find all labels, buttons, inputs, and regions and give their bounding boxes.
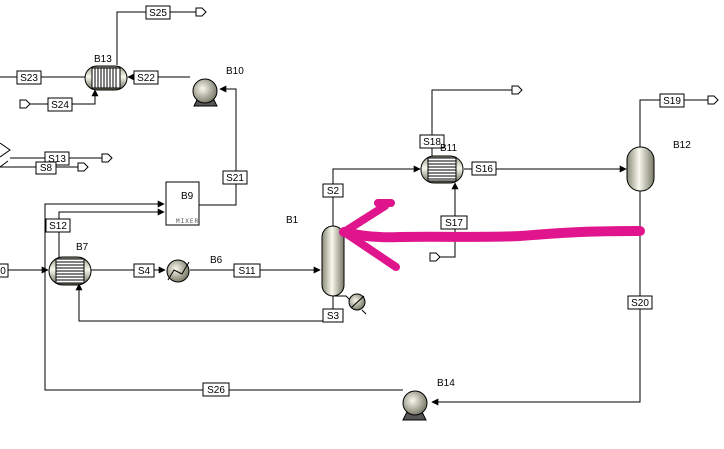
b14-pump[interactable] <box>402 390 428 421</box>
stream-label-s21[interactable]: S21 <box>222 170 248 185</box>
b11-heat-exchanger[interactable] <box>420 155 464 184</box>
stream-label-s12[interactable]: S12 <box>45 218 71 233</box>
stream-label-s8-text: S8 <box>40 163 53 174</box>
stream-s25-line <box>116 11 196 65</box>
stream-label-s19[interactable]: S19 <box>659 93 685 108</box>
s24-feed-arrow <box>19 99 31 109</box>
stream-label-s17[interactable]: S17 <box>440 215 468 230</box>
stream-label-s20[interactable]: S20 <box>627 295 653 310</box>
stream-label-s16[interactable]: S16 <box>471 161 497 176</box>
mixer-caption: MIXER <box>176 218 199 225</box>
b1-reboiler[interactable] <box>348 293 367 315</box>
stream-label-s21-text: S21 <box>226 173 244 184</box>
block-label-b12: B12 <box>673 140 691 151</box>
stream-label-s23-text: S23 <box>20 73 38 84</box>
block-label-b1: B1 <box>286 215 299 226</box>
stream-s21-line <box>199 85 237 206</box>
stream-s17-line <box>440 182 459 258</box>
stream-label-s0-text: 0 <box>0 266 6 277</box>
stream-label-s3[interactable]: S3 <box>322 308 344 323</box>
b6-heater[interactable] <box>166 259 190 283</box>
stream-label-s11-text: S11 <box>238 266 255 277</box>
block-label-b6: B6 <box>210 255 223 266</box>
s8-fragment-line <box>0 160 9 168</box>
stream-label-s20-text: S20 <box>631 298 649 309</box>
b13-heat-exchanger[interactable] <box>84 65 128 91</box>
block-label-b13: B13 <box>94 54 112 65</box>
stream-s3-line <box>75 283 334 322</box>
stream-label-s16-text: S16 <box>475 164 493 175</box>
stream-label-s13-text: S13 <box>48 154 66 165</box>
stream-s19-line <box>639 99 708 147</box>
s25-product-arrow <box>195 7 207 17</box>
b12-flash-drum[interactable] <box>626 146 655 192</box>
stream-s12-line <box>58 208 165 258</box>
stream-label-s22-text: S22 <box>137 73 155 84</box>
s17-feed-arrow <box>429 252 441 262</box>
stream-s20-line <box>431 191 641 406</box>
block-label-b10: B10 <box>226 66 244 77</box>
stream-label-s4-text: S4 <box>138 266 151 277</box>
s8-product-arrow <box>77 162 89 172</box>
stream-label-s26[interactable]: S26 <box>202 382 230 397</box>
stream-s2-line <box>332 165 421 226</box>
stream-label-s19-text: S19 <box>663 96 681 107</box>
annotation-arrow <box>339 199 645 271</box>
s13-fragment-line <box>0 142 11 158</box>
s13-product-arrow <box>101 153 113 163</box>
block-label-b14: B14 <box>437 378 455 389</box>
stream-label-s25-text: S25 <box>149 8 167 19</box>
s18-product-arrow <box>511 85 523 95</box>
stream-label-s2-text: S2 <box>327 186 340 197</box>
s19-product-arrow <box>707 95 719 105</box>
stream-label-s18[interactable]: S18 <box>419 134 445 149</box>
b9-mixer[interactable] <box>165 181 200 226</box>
stream-label-s17-text: S17 <box>445 218 463 229</box>
stream-label-s25[interactable]: S25 <box>145 5 171 20</box>
stream-label-s4[interactable]: S4 <box>133 263 155 278</box>
stream-label-s12-text: S12 <box>49 221 67 232</box>
block-label-b11: B11 <box>440 143 457 154</box>
b1-distillation-column[interactable] <box>321 225 345 297</box>
b10-pump[interactable] <box>192 78 218 107</box>
stream-label-s23[interactable]: S23 <box>16 70 42 85</box>
stream-label-s2[interactable]: S2 <box>322 183 344 198</box>
reboiler-link-line <box>333 295 351 301</box>
stream-label-s18-text: S18 <box>423 137 441 148</box>
stream-label-s0[interactable]: 0 <box>0 263 9 278</box>
block-label-b7: B7 <box>76 242 89 253</box>
stream-label-s8[interactable]: S8 <box>35 161 57 175</box>
stream-label-s24[interactable]: S24 <box>47 97 73 112</box>
stream-label-s24-text: S24 <box>51 100 69 111</box>
stream-label-s3-text: S3 <box>327 311 340 322</box>
b7-heat-exchanger[interactable] <box>48 256 92 286</box>
block-label-b9: B9 <box>181 191 194 202</box>
stream-label-s22[interactable]: S22 <box>133 70 159 85</box>
stream-label-s26-text: S26 <box>207 385 225 396</box>
stream-label-s11[interactable]: S11 <box>233 263 261 278</box>
